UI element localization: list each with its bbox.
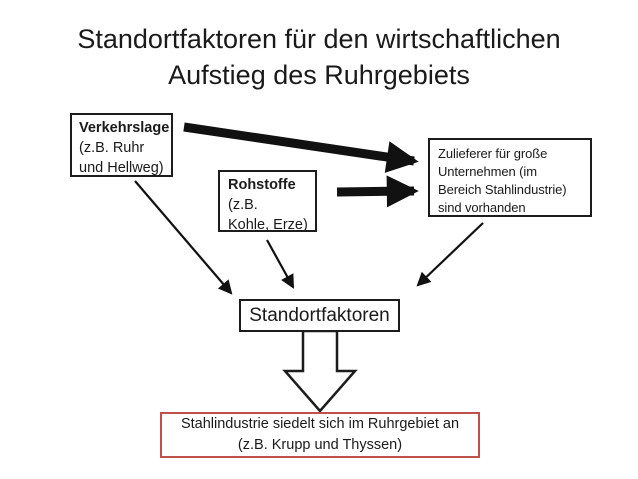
slide-title-line-1: Standortfaktoren für den wirtschaftliche…: [77, 24, 561, 54]
box-zulieferer: Zulieferer für große Unternehmen (im Ber…: [428, 138, 592, 217]
box-zulieferer-line: sind vorhanden: [438, 200, 526, 215]
slide-title: Standortfaktoren für den wirtschaftliche…: [0, 21, 638, 93]
box-verkehrslage: Verkehrslage (z.B. Ruhr und Hellweg): [70, 113, 173, 177]
box-ergebnis-line: (z.B. Krupp und Thyssen): [237, 437, 403, 453]
arrow-verkehrslage-to-standortfaktoren: [134, 180, 233, 295]
arrow-verkehrslage-to-zulieferer: [183, 122, 419, 173]
arrow-rohstoffe-to-zulieferer: [336, 175, 419, 208]
box-zulieferer-line: Unternehmen (im: [438, 164, 537, 179]
box-verkehrslage-heading: Verkehrslage: [79, 120, 170, 136]
box-rohstoffe: Rohstoffe (z.B. Kohle, Erze): [218, 170, 317, 233]
box-ergebnis-line: Stahlindustrie siedelt sich im Ruhrgebie…: [180, 416, 460, 432]
box-rohstoffe-line: (z.B.: [228, 197, 258, 213]
box-standortfaktoren-label: Standortfaktoren: [249, 304, 390, 326]
box-ergebnis: Stahlindustrie siedelt sich im Ruhrgebie…: [160, 412, 480, 458]
arrow-rohstoffe-to-standortfaktoren: [266, 239, 295, 289]
box-rohstoffe-line: Kohle, Erze): [228, 217, 308, 233]
box-rohstoffe-heading: Rohstoffe: [228, 177, 296, 193]
box-standortfaktoren: Standortfaktoren: [239, 299, 400, 332]
box-verkehrslage-line: und Hellweg): [79, 160, 164, 176]
block-arrow-standortfaktoren-to-ergebnis: [282, 329, 358, 413]
slide-title-line-2: Aufstieg des Ruhrgebiets: [168, 60, 470, 90]
box-verkehrslage-line: (z.B. Ruhr: [79, 140, 145, 156]
box-zulieferer-line: Bereich Stahlindustrie): [438, 182, 567, 197]
arrow-zulieferer-to-standortfaktoren: [416, 222, 484, 287]
box-zulieferer-line: Zulieferer für große: [438, 146, 548, 161]
